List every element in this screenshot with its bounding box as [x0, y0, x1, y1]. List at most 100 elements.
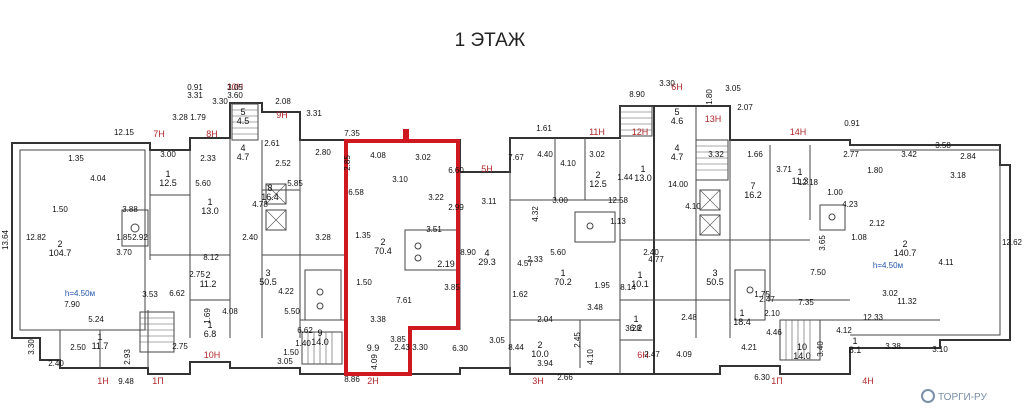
dimension-label: 7.35: [344, 129, 360, 138]
dimension-label: 2.80: [315, 148, 331, 157]
dimension-label: 5.60: [195, 179, 211, 188]
dimension-label: 5.60: [550, 248, 566, 257]
dimension-label: 3.85: [390, 335, 406, 344]
room-number-label: 2: [205, 270, 210, 280]
room-number-label: 5: [240, 107, 245, 117]
dimension-label: 3.05: [725, 84, 741, 93]
dimension-label: 2.84: [960, 152, 976, 161]
dimension-label: 2.43: [394, 343, 410, 352]
dimension-label: 2.33: [200, 154, 216, 163]
dimension-label: 2.07: [737, 103, 753, 112]
dimension-label: 4.22: [278, 287, 294, 296]
dimension-label: 3.71: [776, 165, 792, 174]
room-number-label: 1: [560, 268, 565, 278]
dimension-label: 4.09: [676, 350, 692, 359]
stair-center: [619, 105, 653, 137]
room-area-label: 9.9: [367, 343, 380, 353]
dimension-label: 4.46: [766, 328, 782, 337]
dimension-label: 3.02: [589, 150, 605, 159]
dimension-label: 2.66: [557, 373, 573, 382]
floor-title: 1 ЭТАЖ: [455, 30, 526, 51]
dimension-label: 1.62: [512, 290, 528, 299]
room-area-label: 50.5: [706, 277, 724, 287]
dimension-label: 4.32: [531, 206, 540, 222]
stair-right-2: [779, 319, 821, 361]
room-number-label: 1: [852, 336, 857, 346]
room-number-label: 1: [640, 164, 645, 174]
dimension-label: 6.62: [169, 289, 185, 298]
dimension-label: 2.10: [764, 309, 780, 318]
dimension-label: 4.57: [517, 259, 533, 268]
room-area-label: 70.4: [374, 246, 392, 256]
dimension-label: 2.40: [643, 248, 659, 257]
dimension-label: 4.10: [586, 349, 595, 365]
dimension-label: 9.48: [118, 377, 134, 386]
dimension-label: 1.00: [827, 188, 843, 197]
dimension-label: 7.50: [810, 268, 826, 277]
stair-left-1: [231, 103, 259, 141]
dimension-label: 2.92: [132, 233, 148, 242]
ceiling-height-note: h=4.50м: [65, 289, 95, 298]
room-number-label: 1: [637, 270, 642, 280]
unit-code-label: 13Н: [705, 114, 722, 124]
dimension-label: 4.78: [252, 200, 268, 209]
dimension-label: 1.66: [747, 150, 763, 159]
dimension-label: 8.86: [344, 375, 360, 384]
dimension-label: 4.40: [537, 150, 553, 159]
dimension-label: 3.00: [552, 196, 568, 205]
room-number-label: 4: [240, 143, 245, 153]
dimension-label: 2.04: [537, 315, 553, 324]
dimension-label: 2.12: [869, 219, 885, 228]
watermark-text: ТОРГИ-РУ: [938, 392, 987, 403]
dimension-label: 4.23: [842, 200, 858, 209]
dimension-label: 8.90: [629, 90, 645, 99]
room-area-label: 8.1: [849, 345, 862, 355]
room-area-label: 16.2: [744, 190, 762, 200]
dimension-label: 3.02: [882, 289, 898, 298]
room-number-label: 2: [902, 239, 907, 249]
room-area-label: 4.5: [237, 116, 250, 126]
dimension-label: 3.65: [818, 235, 827, 251]
dimension-label: 1.35: [68, 154, 84, 163]
dimension-label: 1.40: [295, 339, 311, 348]
dimension-label: 3.70: [116, 248, 132, 257]
unit-code-label: 1П: [771, 376, 782, 386]
dimension-label: 3.48: [587, 303, 603, 312]
dimension-label: 1.50: [52, 205, 68, 214]
dimension-label: 6.62: [297, 326, 313, 335]
stair-left-2: [139, 311, 175, 353]
dimension-label: 2.47: [759, 295, 775, 304]
unit-code-label: 10Н: [227, 82, 244, 92]
room-number-label: 7: [750, 181, 755, 191]
dimension-label: 1.95: [594, 281, 610, 290]
dimension-label: 7.67: [508, 153, 524, 162]
dimension-label: 12.33: [863, 313, 884, 322]
dimension-label: 1.50: [356, 278, 372, 287]
room-number-label: 4: [484, 248, 489, 258]
dimension-label: 4.12: [836, 326, 852, 335]
dimension-label: 1.80: [867, 166, 883, 175]
dimension-label: 12.62: [1002, 238, 1023, 247]
dimension-label: 2.47: [644, 350, 660, 359]
dimension-label: 8.12: [203, 253, 219, 262]
dimension-label: 4.21: [741, 343, 757, 352]
dimension-label: 2.61: [264, 139, 280, 148]
dimension-label: 3.02: [415, 153, 431, 162]
room-area-label: 4.7: [237, 152, 250, 162]
room-number-label: 9: [317, 328, 322, 338]
room-number-label: 3: [265, 268, 270, 278]
dimension-label: 7.35: [798, 298, 814, 307]
dimension-label: 3.53: [142, 290, 158, 299]
dimension-label: 14.00: [668, 180, 689, 189]
room-area-label: 12.5: [589, 179, 607, 189]
dimension-label: 2.50: [70, 343, 86, 352]
left-wing-walls: [11, 102, 346, 375]
dimension-label: 5.24: [88, 315, 104, 324]
dimension-label: 3.32: [708, 150, 724, 159]
dimension-label: 4.09: [370, 354, 379, 370]
dimension-label: 4.04: [90, 174, 106, 183]
dimension-label: 3.30: [212, 97, 228, 106]
room-area-label: 6.2: [630, 323, 643, 333]
center-wing-walls: [345, 105, 655, 375]
